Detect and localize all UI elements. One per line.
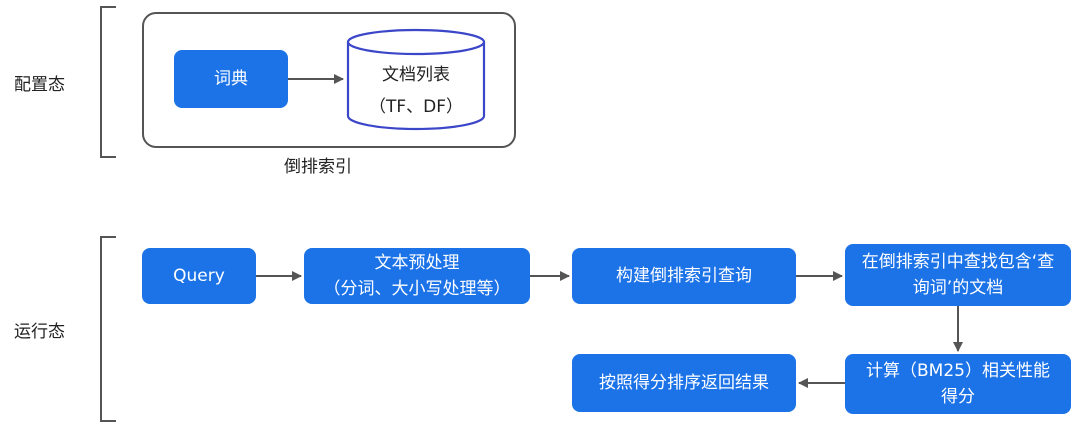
search-documents-node: 在倒排索引中查找包含‘查 询词’的文档 <box>845 244 1071 306</box>
runtime-stage-bracket <box>100 236 116 422</box>
text-preprocess-node: 文本预处理 （分词、大小写处理等） <box>304 248 530 304</box>
runtime-stage-label: 运行态 <box>14 322 65 342</box>
query-node-label: Query <box>173 266 225 286</box>
sorted-result-node: 按照得分排序返回结果 <box>572 354 796 412</box>
text-preprocess-detail: （分词、大小写处理等） <box>323 279 511 299</box>
search-documents-line2: 询词’的文档 <box>912 278 1004 298</box>
document-list-database <box>346 28 486 131</box>
compute-score-line2: 得分 <box>941 387 975 407</box>
query-node: Query <box>142 248 256 304</box>
text-preprocess-title: 文本预处理 <box>374 253 460 273</box>
build-query-node: 构建倒排索引查询 <box>572 248 796 304</box>
document-list-label: 文档列表 （TF、DF） <box>346 62 486 120</box>
document-list-title: 文档列表 <box>382 65 450 85</box>
dictionary-node-label: 词典 <box>214 69 248 89</box>
build-query-label: 构建倒排索引查询 <box>616 266 752 286</box>
sorted-result-label: 按照得分排序返回结果 <box>599 373 769 393</box>
search-documents-line1: 在倒排索引中查找包含‘查 <box>861 252 1055 272</box>
dictionary-node: 词典 <box>174 50 288 108</box>
document-list-subtitle: （TF、DF） <box>368 97 464 117</box>
compute-score-line1: 计算（BM25）相关性能 <box>866 361 1050 381</box>
config-stage-bracket <box>100 6 116 158</box>
config-stage-label: 配置态 <box>14 75 65 95</box>
inverted-index-caption: 倒排索引 <box>284 157 352 177</box>
compute-score-node: 计算（BM25）相关性能 得分 <box>845 354 1071 414</box>
